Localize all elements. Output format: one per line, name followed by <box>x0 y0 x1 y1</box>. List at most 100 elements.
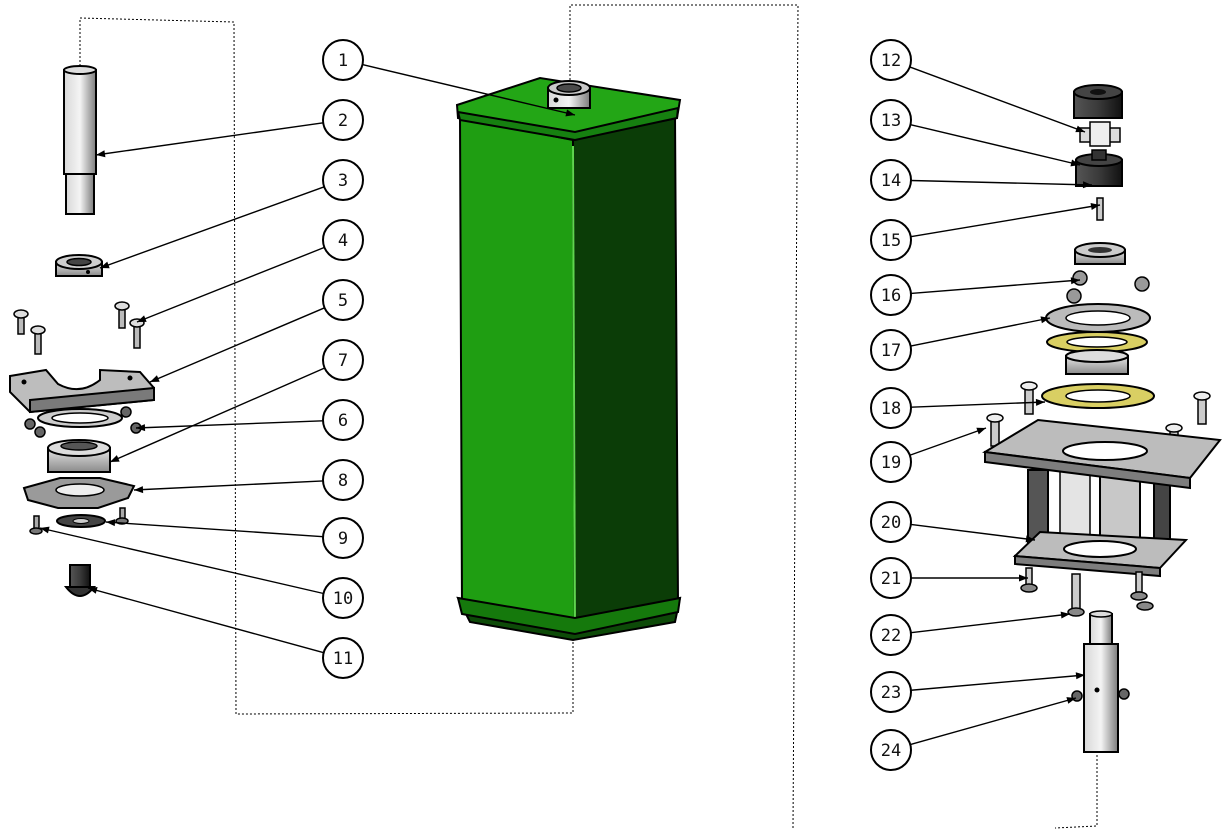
body-side-face <box>571 113 680 630</box>
balloon-circle <box>322 517 364 559</box>
part-17-flange-bearing <box>1045 303 1151 375</box>
item-balloon-13: 13 <box>870 99 912 141</box>
body-edge-seam <box>572 145 576 629</box>
leader-arrowhead-12 <box>1075 125 1085 133</box>
balloon-number: 16 <box>881 286 901 306</box>
body-front-face <box>458 116 577 630</box>
item-balloon-24: 24 <box>870 729 912 771</box>
balloon-circle <box>870 614 912 656</box>
balloon-circle <box>870 274 912 316</box>
item-balloon-6: 6 <box>322 399 364 441</box>
balloon-circle <box>322 159 364 201</box>
balloon-number: 1 <box>338 51 348 71</box>
leader-arrowhead-7 <box>110 455 120 462</box>
part-21-bolts <box>1020 567 1154 611</box>
top-hub <box>547 80 591 109</box>
leader-arrowhead-19 <box>976 427 986 435</box>
item-balloon-7: 7 <box>322 339 364 381</box>
balloon-circle <box>870 329 912 371</box>
item-balloon-4: 4 <box>322 219 364 261</box>
item-balloon-22: 22 <box>870 614 912 656</box>
left-part-stack <box>9 65 155 597</box>
balloon-number: 5 <box>338 291 348 311</box>
leader-line-7 <box>109 367 325 463</box>
balloon-number: 4 <box>338 231 348 251</box>
part-13-spider <box>1079 121 1121 147</box>
balloon-number: 15 <box>881 231 901 251</box>
leader-line-10 <box>39 527 324 595</box>
leader-line-3 <box>99 186 325 269</box>
balloon-number: 24 <box>881 741 901 761</box>
balloon-circle <box>322 577 364 619</box>
balloon-number: 2 <box>338 111 348 131</box>
item-balloon-10: 10 <box>322 577 364 619</box>
leader-line-4 <box>136 246 325 323</box>
part-5-bracket <box>9 368 155 414</box>
balloon-number: 20 <box>881 513 901 533</box>
leader-line-17 <box>910 317 1051 347</box>
balloon-number: 17 <box>881 341 901 361</box>
leader-arrowhead-18 <box>1035 398 1045 406</box>
balloon-number: 6 <box>338 411 348 431</box>
balloon-circle <box>322 279 364 321</box>
balloon-circle <box>322 637 364 679</box>
leader-arrowhead-23 <box>1075 672 1085 680</box>
leader-arrowhead-3 <box>100 261 110 269</box>
leader-arrowhead-20 <box>1025 535 1035 543</box>
balloon-number: 19 <box>881 453 901 473</box>
part-3-collar <box>55 254 103 277</box>
item-balloon-8: 8 <box>322 459 364 501</box>
balloon-circle <box>870 387 912 429</box>
balloon-number: 14 <box>881 171 901 191</box>
part-14-coupling-half <box>1075 149 1123 187</box>
item-balloon-3: 3 <box>322 159 364 201</box>
balloon-number: 22 <box>881 626 901 646</box>
part-18-washer <box>1041 383 1155 409</box>
leader-line-13 <box>910 123 1081 166</box>
leader-line-23 <box>910 674 1086 691</box>
balloon-circle <box>870 99 912 141</box>
part-23-drive-shaft <box>1083 610 1119 753</box>
leader-line-20 <box>910 523 1036 541</box>
balloon-number: 23 <box>881 683 901 703</box>
part-15-key <box>1096 197 1104 221</box>
leader-line-15 <box>910 204 1101 238</box>
balloon-circle <box>870 219 912 261</box>
balloon-circle <box>322 219 364 261</box>
assembly-guide-lines <box>79 4 1098 829</box>
leader-arrowhead-15 <box>1090 203 1100 210</box>
item-balloon-20: 20 <box>870 501 912 543</box>
balloon-circle <box>322 459 364 501</box>
balloon-number: 10 <box>333 589 353 609</box>
leader-arrowhead-21 <box>1019 574 1028 582</box>
leader-arrowhead-8 <box>134 486 144 494</box>
part-11-button-bolt <box>63 564 97 597</box>
leader-line-9 <box>105 521 324 538</box>
part-22-bolt <box>1067 573 1085 617</box>
balloon-circle <box>322 399 364 441</box>
body-top-rim <box>456 106 680 142</box>
item-balloon-1: 1 <box>322 39 364 81</box>
item-balloon-9: 9 <box>322 517 364 559</box>
item-balloon-5: 5 <box>322 279 364 321</box>
leader-arrowhead-24 <box>1066 697 1076 704</box>
item-balloon-21: 21 <box>870 557 912 599</box>
leader-line-24 <box>910 697 1077 746</box>
balloon-circle <box>870 557 912 599</box>
leader-arrowhead-22 <box>1060 611 1070 619</box>
balloon-number: 9 <box>338 529 348 549</box>
balloon-number: 13 <box>881 111 901 131</box>
item-balloon-12: 12 <box>870 39 912 81</box>
leader-arrowhead-6 <box>136 424 146 432</box>
leader-line-14 <box>910 179 1093 186</box>
part-2-shaft <box>63 65 97 215</box>
part-20-mount-frame <box>982 418 1222 578</box>
leader-line-2 <box>95 122 324 156</box>
balloon-circle <box>870 39 912 81</box>
leader-line-16 <box>910 279 1081 295</box>
balloon-number: 3 <box>338 171 348 191</box>
balloon-circle <box>870 159 912 201</box>
item-balloon-18: 18 <box>870 387 912 429</box>
